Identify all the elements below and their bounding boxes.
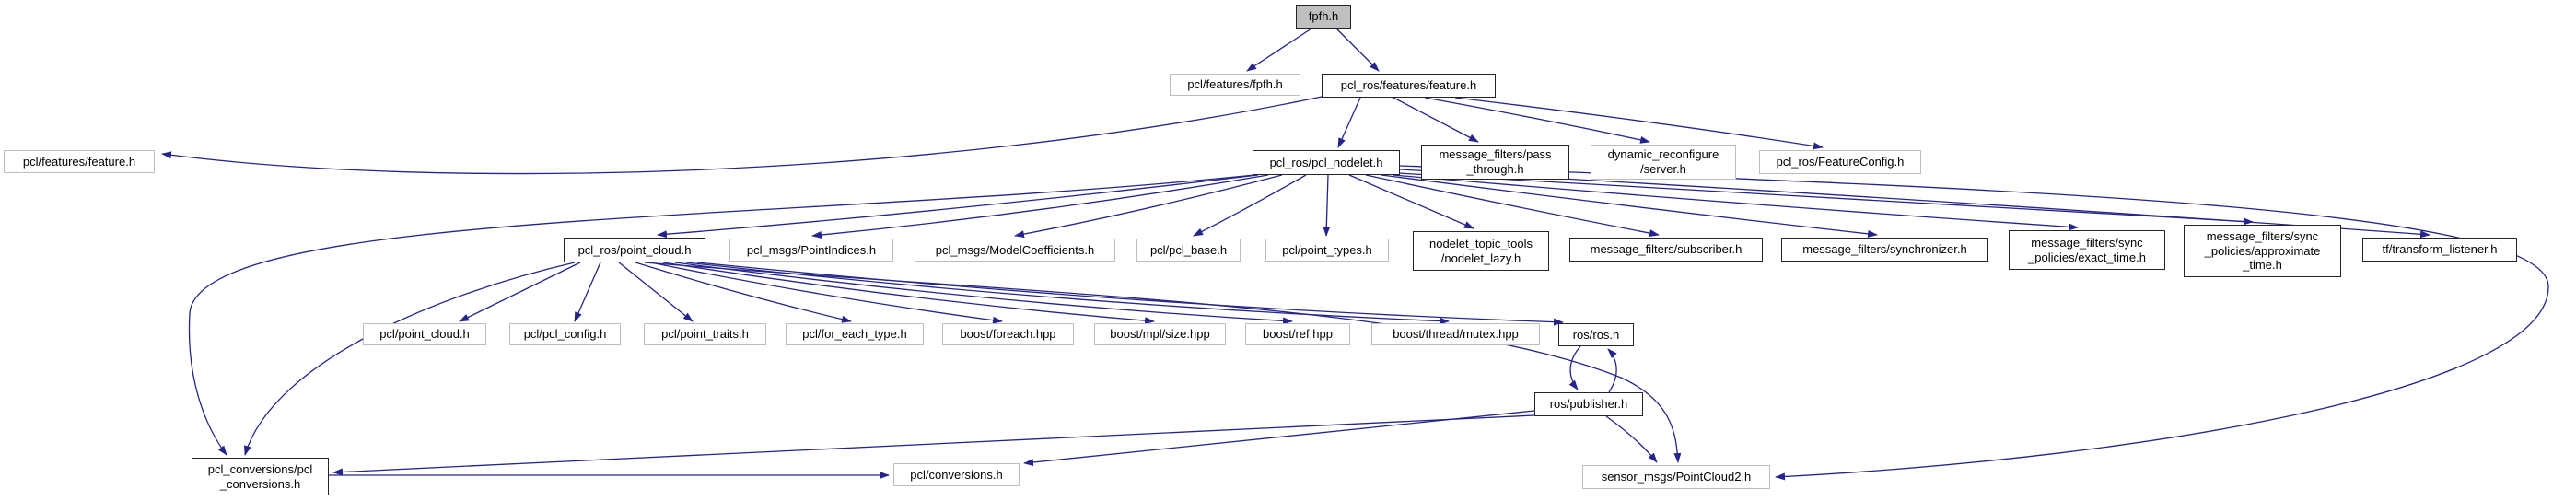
graph-node-point-indices: pcl_msgs/PointIndices.h [729,239,893,262]
edge-pcl-nodelet-to-point-indices [811,174,1269,239]
edge-pcl-nodelet-to-point-types [1323,174,1331,237]
graph-node-nodelet-lazy[interactable]: nodelet_topic_tools /nodelet_lazy.h [1413,231,1549,271]
graph-node-tf-listener[interactable]: tf/transform_listener.h [2362,238,2517,262]
graph-node-pcl-point-cloud: pcl/point_cloud.h [363,323,486,345]
edge-pcl-nodelet-to-nodelet-lazy [1348,174,1474,229]
graph-node-pointcloud2: sensor_msgs/PointCloud2.h [1582,465,1770,489]
edge-ros-point-cloud-to-pcl-point-cloud [459,262,581,322]
edge-pcl-nodelet-to-pcl-base [1193,174,1307,237]
edge-pcl-nodelet-to-approx-time [1397,172,2254,226]
graph-node-ros-point-cloud[interactable]: pcl_ros/point_cloud.h [564,238,705,262]
edge-ros-publisher-to-pcl-conversions [332,414,1535,476]
graph-node-pcl-nodelet[interactable]: pcl_ros/pcl_nodelet.h [1253,150,1400,175]
edge-ros-feature-to-pcl-nodelet [1337,97,1361,148]
graph-node-for-each-type: pcl/for_each_type.h [786,323,924,345]
graph-node-boost-foreach: boost/foreach.hpp [942,323,1074,345]
edge-ros-feature-to-feature-config [1454,97,1824,150]
graph-node-pcl-config: pcl/pcl_config.h [509,323,621,345]
graph-node-pcl-fpfh: pcl/features/fpfh.h [1170,74,1300,96]
edge-ros-ros-to-ros-publisher [1568,345,1581,390]
edge-fpfh-to-pcl-fpfh [1246,28,1312,72]
graph-node-pcl-base: pcl/pcl_base.h [1136,239,1241,262]
graph-node-boost-ref: boost/ref.hpp [1245,323,1350,345]
graph-node-pcl-conversions-h: pcl/conversions.h [893,463,1020,486]
edge-ros-publisher-to-pointcloud2 [1605,415,1658,463]
graph-node-point-types: pcl/point_types.h [1265,239,1389,262]
graph-node-boost-mpl-size: boost/mpl/size.hpp [1094,323,1226,345]
graph-node-synchronizer[interactable]: message_filters/synchronizer.h [1781,238,1988,262]
edge-pcl-nodelet-to-pcl-conversions [188,174,1255,456]
edge-ros-publisher-to-ros-ros [1607,348,1617,393]
graph-node-exact-time[interactable]: message_filters/sync _policies/exact_tim… [2009,230,2165,270]
graph-node-ros-ros[interactable]: ros/ros.h [1558,323,1634,346]
graph-node-ros-feature[interactable]: pcl_ros/features/feature.h [1322,74,1496,98]
edge-ros-point-cloud-to-boost-ref [674,262,1293,325]
edge-fpfh-to-ros-feature [1335,28,1380,72]
edge-pcl-nodelet-to-ros-point-cloud [657,174,1259,239]
edge-ros-point-cloud-to-ros-ros [696,262,1564,326]
edge-ros-point-cloud-to-pcl-config [574,262,601,322]
graph-node-fpfh: fpfh.h [1296,5,1351,29]
edge-ros-point-cloud-to-for-each-type [635,262,852,323]
edge-ros-point-cloud-to-boost-foreach [649,262,1003,324]
edge-ros-point-cloud-to-boost-mpl-size [662,262,1155,325]
edge-pcl-nodelet-to-synchronizer [1381,174,1878,238]
edge-ros-point-cloud-to-pointcloud2 [644,262,1682,463]
edge-ros-feature-to-pass-through [1393,97,1479,143]
graph-node-dyn-server: dynamic_reconfigure /server.h [1591,145,1736,180]
edge-ros-point-cloud-to-point-traits [618,262,694,322]
graph-node-ros-publisher[interactable]: ros/publisher.h [1534,392,1643,416]
graph-node-feature-config: pcl_ros/FeatureConfig.h [1759,150,1921,174]
edge-ros-feature-to-dyn-server [1424,97,1650,144]
edge-ros-feature-to-pcl-feature [161,95,1327,175]
graph-node-approx-time[interactable]: message_filters/sync _policies/approxima… [2184,225,2341,277]
graph-node-pcl-conversions[interactable]: pcl_conversions/pcl _conversions.h [192,458,329,495]
graph-node-subscriber[interactable]: message_filters/subscriber.h [1569,238,1763,262]
edge-pcl-nodelet-to-subscriber [1365,174,1660,238]
edge-pcl-nodelet-to-pointcloud2 [1399,165,2549,481]
edge-pcl-nodelet-to-exact-time [1392,174,2079,231]
edge-ros-point-cloud-to-pcl-conversions [243,262,576,456]
graph-node-pass-through[interactable]: message_filters/pass _through.h [1421,145,1569,180]
graph-node-point-traits: pcl/point_traits.h [644,323,766,345]
graph-node-boost-mutex: boost/thread/mutex.hpp [1371,323,1540,345]
graph-node-model-coefficients: pcl_msgs/ModelCoefficients.h [915,239,1115,262]
graph-node-pcl-feature: pcl/features/feature.h [4,150,155,173]
edge-pcl-nodelet-to-model-coefficients [1014,174,1283,239]
